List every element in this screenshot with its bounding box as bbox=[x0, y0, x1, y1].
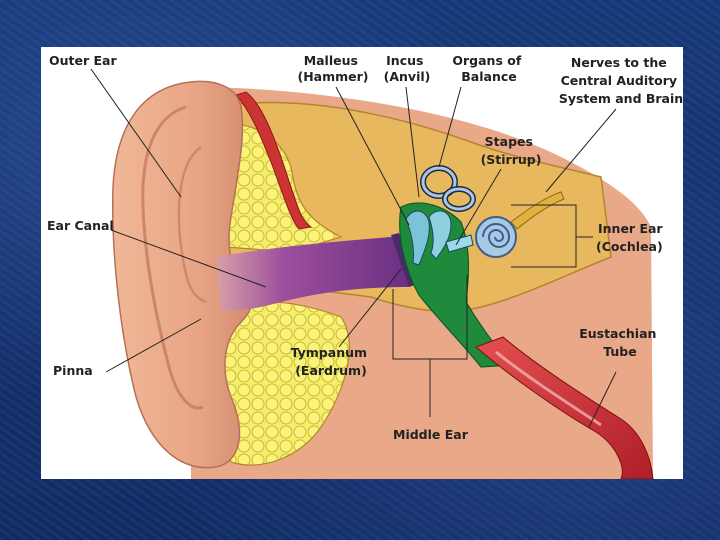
malleus-bone bbox=[405, 210, 430, 266]
semicircular-canals bbox=[420, 165, 476, 212]
label-stapes: Stapes (Stirrup) bbox=[481, 134, 542, 167]
cochlea bbox=[475, 216, 517, 258]
label-tympanum: Tympanum (Eardrum) bbox=[291, 345, 372, 378]
label-incus: Incus (Anvil) bbox=[384, 53, 431, 84]
pinna-shape bbox=[112, 80, 253, 469]
label-inner-ear: Inner Ear (Cochlea) bbox=[596, 221, 667, 254]
label-pinna: Pinna bbox=[53, 363, 93, 378]
leader-lines bbox=[90, 68, 617, 428]
ear-diagram: Outer Ear Ear Canal Pinna Malleus (Hamme… bbox=[47, 53, 683, 479]
label-middle-ear: Middle Ear bbox=[393, 427, 469, 442]
ear-canal-shape bbox=[216, 237, 409, 311]
eustachian-tube-highlight bbox=[495, 350, 602, 427]
label-malleus: Malleus (Hammer) bbox=[297, 53, 368, 84]
label-outer-ear: Outer Ear bbox=[49, 53, 117, 68]
muscle-strip bbox=[235, 91, 313, 230]
label-eustachian-tube: Eustachian Tube bbox=[579, 326, 661, 359]
label-nerves: Nerves to the Central Auditory System an… bbox=[559, 55, 683, 106]
inner-ear-bracket bbox=[511, 204, 577, 268]
label-organs-of-balance: Organs of Balance bbox=[452, 53, 525, 84]
ear-diagram-frame: Outer Ear Ear Canal Pinna Malleus (Hamme… bbox=[41, 47, 683, 479]
pinna-inner-fold bbox=[177, 145, 207, 304]
label-ear-canal: Ear Canal bbox=[47, 218, 114, 233]
stapes-bone bbox=[445, 234, 474, 253]
auditory-nerve bbox=[510, 191, 565, 230]
pinna-fold bbox=[141, 105, 204, 410]
eustachian-tube-shape bbox=[475, 336, 654, 479]
incus-bone bbox=[428, 210, 452, 260]
